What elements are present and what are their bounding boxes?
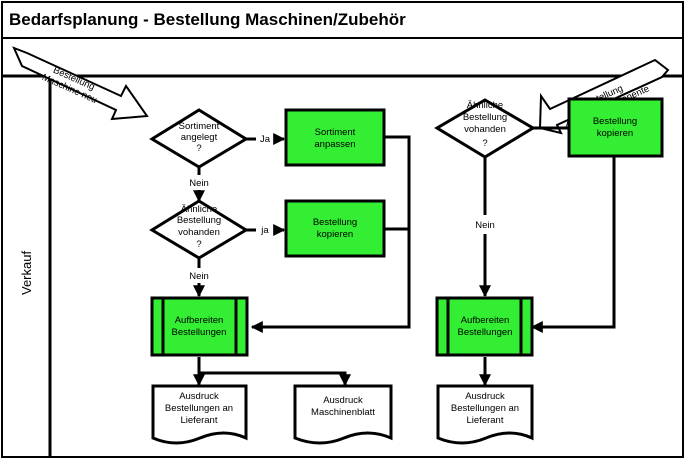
process-bestellung-kopieren-left: Bestellung kopieren <box>284 199 386 258</box>
process-text: kopieren <box>597 128 633 139</box>
edge-label-nein: Nein <box>189 178 209 189</box>
subprocess-text: Bestellungen <box>172 327 227 338</box>
edge-label-ja: ja <box>260 225 269 236</box>
document-text: Ausdruck <box>179 391 219 402</box>
decision-aehnliche-bestellung-right: Ähnliche Bestellung vohanden ? <box>434 98 536 159</box>
process-sortiment-anpassen: Sortiment anpassen <box>284 108 386 167</box>
document-ausdruck-maschinenblatt: Ausdruck Maschinenblatt <box>293 384 393 445</box>
document-ausdruck-bestellungen-right: Ausdruck Bestellungen an Lieferant <box>436 384 534 445</box>
document-text: Maschinenblatt <box>311 407 375 418</box>
decision-aehnliche-bestellung-left: Ähnliche Bestellung vohanden ? <box>149 199 249 260</box>
process-bestellung-kopieren-right: Bestellung kopieren <box>567 97 664 158</box>
decision-text: vohanden <box>464 124 506 135</box>
decision-text: Bestellung <box>177 215 221 226</box>
decision-text: ? <box>196 143 201 154</box>
edge-label-nein: Nein <box>475 220 495 231</box>
document-text: Ausdruck <box>465 391 505 402</box>
edge-label-nein: Nein <box>189 271 209 282</box>
document-text: Lieferant <box>467 415 504 426</box>
decision-text: Bestellung <box>463 112 507 123</box>
process-text: anpassen <box>314 139 355 150</box>
decision-text: Ähnliche <box>467 100 503 111</box>
decision-text: angelegt <box>181 132 218 143</box>
process-text: Sortiment <box>315 127 356 138</box>
connectors <box>193 126 616 387</box>
subprocess-aufbereiten-left: Aufbereiten Bestellungen <box>150 296 249 357</box>
process-text: Bestellung <box>313 217 357 228</box>
document-text: Lieferant <box>181 415 218 426</box>
page-title: Bedarfsplanung - Bestellung Maschinen/Zu… <box>9 10 406 29</box>
decision-text: ? <box>482 138 487 149</box>
decision-text: Sortiment <box>179 121 220 132</box>
decision-text: ? <box>196 239 201 250</box>
process-text: kopieren <box>317 229 353 240</box>
document-text: Bestellungen an <box>451 403 519 414</box>
subprocess-aufbereiten-right: Aufbereiten Bestellungen <box>435 296 534 357</box>
lane-label-verkauf: Verkauf <box>19 251 34 295</box>
decision-text: vohanden <box>178 227 220 238</box>
document-ausdruck-bestellungen-left: Ausdruck Bestellungen an Lieferant <box>151 384 248 445</box>
decision-text: Ähnliche <box>181 204 217 215</box>
process-text: Bestellung <box>593 116 637 127</box>
edge-label-ja: Ja <box>260 134 271 145</box>
document-text: Bestellungen an <box>165 403 233 414</box>
decision-sortiment-angelegt: Sortiment angelegt ? <box>149 108 249 169</box>
subprocess-text: Aufbereiten <box>461 315 510 326</box>
document-text: Ausdruck <box>323 395 363 406</box>
subprocess-text: Bestellungen <box>458 327 513 338</box>
subprocess-text: Aufbereiten <box>175 315 224 326</box>
